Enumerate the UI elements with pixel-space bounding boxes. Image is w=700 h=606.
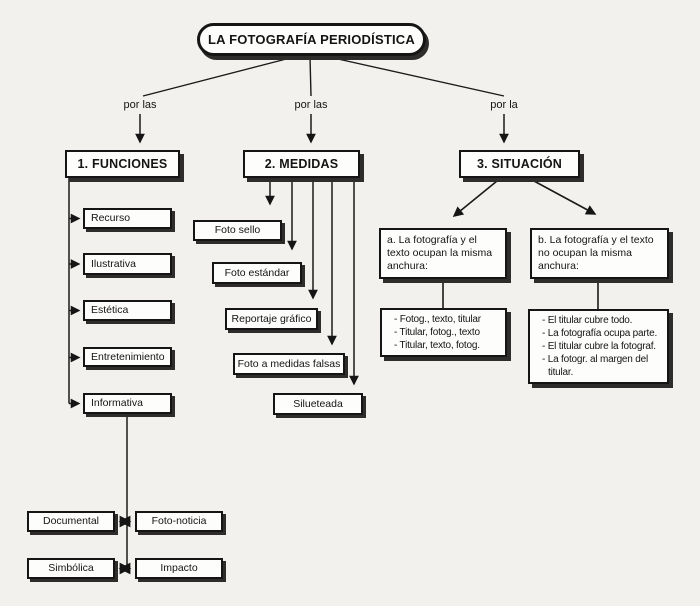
node-situacion-a-details: - Fotog., texto, titular - Titular, foto… xyxy=(380,308,507,357)
situacion-b-bullet: - El titular cubre la fotograf. xyxy=(542,341,656,352)
node-ilustrativa: Ilustrativa xyxy=(83,253,172,275)
situacion-a-bullet: - Titular, texto, fotog. xyxy=(394,340,480,351)
situacion-b-bullet: - La fotogr. al margen del titular. xyxy=(542,354,648,378)
situacion-a-line: anchura: xyxy=(387,260,428,272)
root-fan-edges xyxy=(142,56,505,97)
header-funciones: 1. FUNCIONES xyxy=(65,150,180,178)
situacion-b-bullet: - El titular cubre todo. xyxy=(542,315,633,326)
node-informativa: Informativa xyxy=(83,393,172,414)
node-entretenimiento: Entretenimiento xyxy=(83,347,172,367)
node-recurso: Recurso xyxy=(83,208,172,229)
node-foto-medidas-falsas: Foto a medidas falsas xyxy=(233,353,345,375)
node-foto-sello: Foto sello xyxy=(193,220,282,241)
node-reportaje-grafico: Reportaje gráfico xyxy=(225,308,318,330)
situacion-b-line: anchura: xyxy=(538,260,579,272)
pair-double-arrows xyxy=(118,515,132,575)
root-title: LA FOTOGRAFÍA PERIODÍSTICA xyxy=(208,32,415,47)
situacion-b-bullet: - La fotografía ocupa parte. xyxy=(542,328,658,339)
node-simbolica: Simbólica xyxy=(27,558,115,579)
situacion-a-line: texto ocupan la misma xyxy=(387,247,493,259)
node-documental: Documental xyxy=(27,511,115,532)
medidas-arrows xyxy=(265,181,359,386)
situacion-a-line: a. La fotografía y el xyxy=(387,234,477,246)
node-estetica: Estética xyxy=(83,300,172,321)
label-to-header-arrows xyxy=(135,114,509,144)
situacion-b-line: b. La fotografía y el texto xyxy=(538,234,654,246)
node-foto-estandar: Foto estándar xyxy=(212,262,302,284)
connector-label-medidas: por las xyxy=(294,99,328,111)
node-situacion-b: b. La fotografía y el texto no ocupan la… xyxy=(530,228,669,279)
header-situacion: 3. SITUACIÓN xyxy=(459,150,580,178)
connector-label-situacion: por la xyxy=(490,99,518,111)
header-medidas: 2. MEDIDAS xyxy=(243,150,360,178)
root-node: LA FOTOGRAFÍA PERIODÍSTICA xyxy=(197,23,426,56)
node-situacion-b-details: - El titular cubre todo. - La fotografía… xyxy=(528,309,669,384)
situacion-a-bullet: - Titular, fotog., texto xyxy=(394,327,480,338)
node-situacion-a: a. La fotografía y el texto ocupan la mi… xyxy=(379,228,507,279)
connector-label-funciones: por las xyxy=(123,99,157,111)
situacion-arrows xyxy=(442,180,599,309)
node-impacto: Impacto xyxy=(135,558,223,579)
node-foto-noticia: Foto-noticia xyxy=(135,511,223,532)
situacion-a-bullet: - Fotog., texto, titular xyxy=(394,314,481,325)
node-silueteada: Silueteada xyxy=(273,393,363,415)
situacion-b-line: no ocupan la misma xyxy=(538,247,632,259)
funciones-spine xyxy=(68,178,81,409)
